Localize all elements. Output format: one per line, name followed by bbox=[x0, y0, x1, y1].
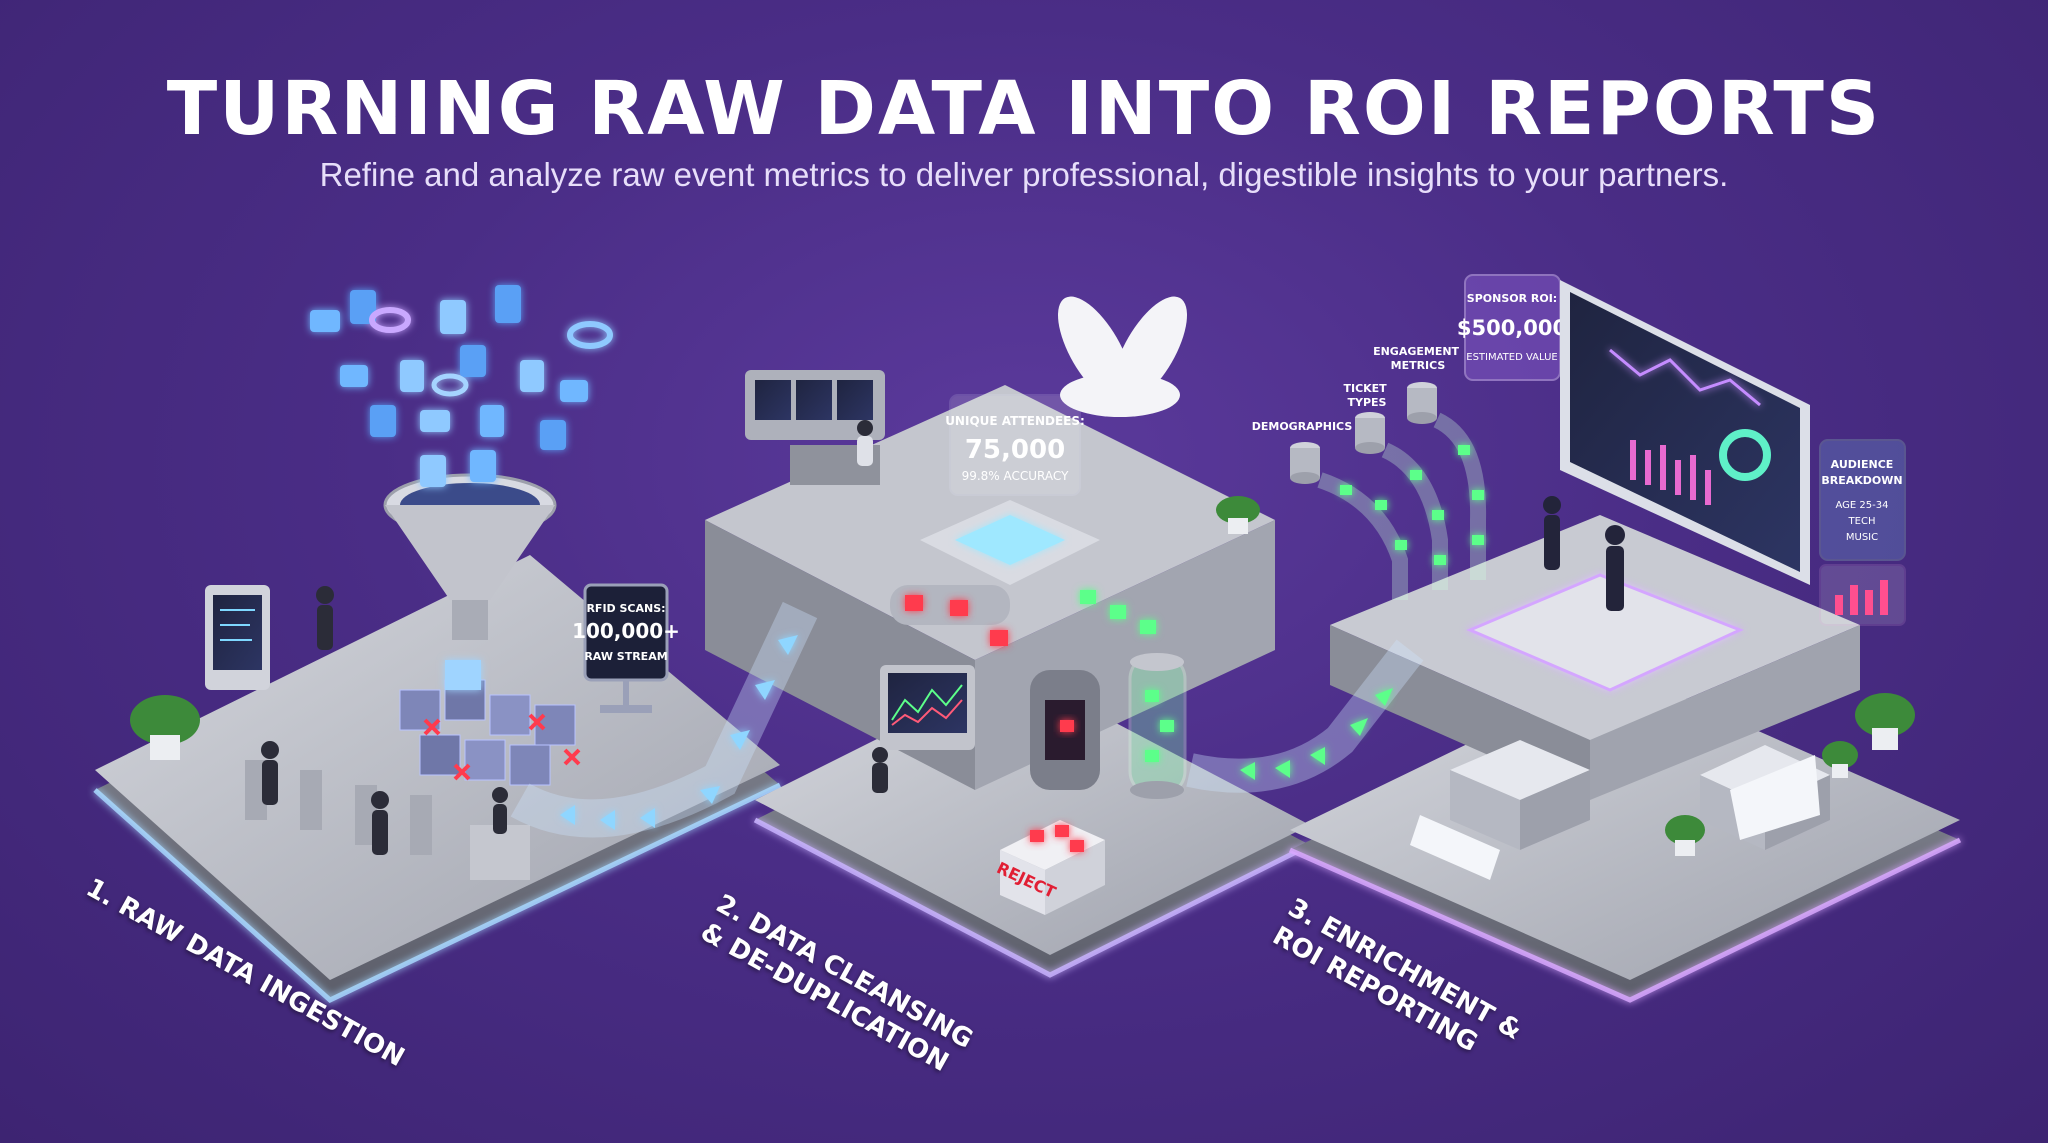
control-desk bbox=[745, 370, 885, 485]
report-printer-left bbox=[1410, 740, 1590, 880]
audience-breakdown-panel bbox=[1819, 439, 1906, 626]
audience-age: AGE 25-34 bbox=[1836, 500, 1889, 511]
reject-bin bbox=[1000, 820, 1105, 915]
unique-attendees-accuracy: 99.8% ACCURACY bbox=[962, 469, 1069, 483]
processing-chip bbox=[920, 500, 1100, 585]
audience-label-1: AUDIENCE bbox=[1831, 458, 1894, 471]
rfid-scan-label: RFID SCANS: bbox=[586, 602, 665, 615]
flying-data-tokens bbox=[310, 285, 613, 487]
people-stage1 bbox=[261, 586, 508, 855]
analytics-terminal bbox=[872, 665, 975, 793]
conveyor-stage1-to-2 bbox=[510, 601, 818, 838]
report-printer-right bbox=[1700, 745, 1830, 850]
ingestion-funnel bbox=[383, 473, 557, 640]
source-ticket-types-line1: TICKET bbox=[1343, 382, 1387, 395]
conveyor-stage2-to-3 bbox=[1186, 639, 1424, 793]
kiosk-screen bbox=[205, 585, 270, 690]
page-subtitle: Refine and analyze raw event metrics to … bbox=[319, 156, 1729, 193]
sponsor-roi-value: $500,000 bbox=[1457, 316, 1567, 340]
filter-rollers bbox=[890, 585, 1156, 646]
rfid-scan-count: 100,000+ bbox=[572, 619, 680, 643]
reject-chute bbox=[1030, 670, 1100, 790]
unique-attendees-label: UNIQUE ATTENDEES: bbox=[945, 414, 1085, 428]
sponsor-roi-label: SPONSOR ROI: bbox=[1467, 292, 1557, 305]
potted-plant-stage1 bbox=[130, 695, 200, 760]
audience-music: MUSIC bbox=[1846, 532, 1878, 543]
source-ticket-types-line2: TYPES bbox=[1348, 396, 1387, 409]
rfid-scan-stream: RAW STREAM bbox=[584, 650, 667, 663]
unique-attendees-panel bbox=[949, 394, 1081, 496]
fan-logo bbox=[1058, 296, 1187, 417]
presenters bbox=[1543, 496, 1625, 611]
unique-attendees-count: 75,000 bbox=[965, 435, 1065, 465]
potted-plants-stage3 bbox=[1665, 693, 1915, 856]
deduplication-tank bbox=[1128, 653, 1187, 799]
audience-tech: TECH bbox=[1848, 516, 1876, 527]
dashboard-screen bbox=[1560, 280, 1810, 585]
potted-plant-stage2 bbox=[1216, 496, 1260, 534]
source-engagement-metrics: ENGAGEMENT METRICS bbox=[1373, 345, 1463, 372]
audience-label-2: BREAKDOWN bbox=[1821, 474, 1902, 487]
raw-data-cube-pile bbox=[399, 660, 581, 786]
source-demographics: DEMOGRAPHICS bbox=[1252, 420, 1353, 433]
sponsor-roi-note: ESTIMATED VALUE bbox=[1466, 352, 1557, 363]
page-title: TURNING RAW DATA INTO ROI REPORTS bbox=[166, 66, 1882, 152]
rfid-scan-monitor bbox=[583, 583, 669, 713]
data-source-cylinders bbox=[1290, 382, 1487, 600]
source-ticket-types: TICKET TYPES bbox=[1343, 382, 1390, 409]
source-engagement-line2: METRICS bbox=[1391, 359, 1446, 372]
turnstile-gates bbox=[245, 760, 530, 880]
source-engagement-line1: ENGAGEMENT bbox=[1373, 345, 1459, 358]
